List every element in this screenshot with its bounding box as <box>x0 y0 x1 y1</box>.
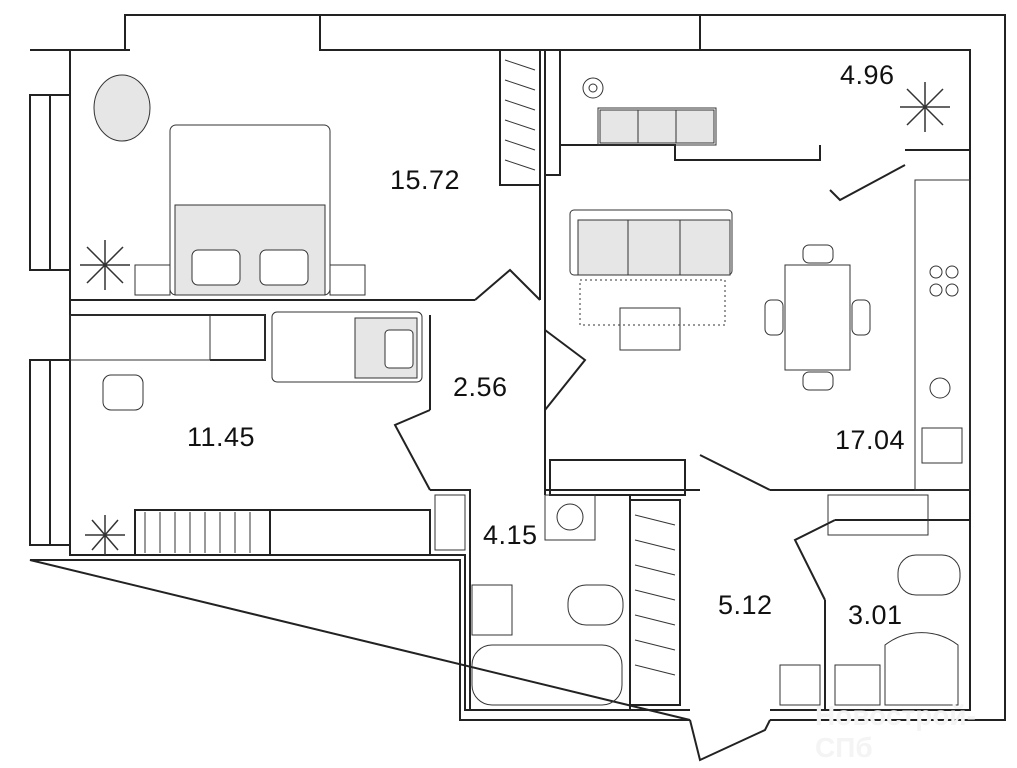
door <box>699 454 771 491</box>
watermark: Новострой-СПб <box>815 700 976 763</box>
wardrobe <box>499 49 541 186</box>
carpet <box>579 279 726 326</box>
room-area-toilet: 3.01 <box>848 600 903 630</box>
shelf <box>209 314 266 361</box>
wardrobe-hatching <box>144 59 676 676</box>
sofa <box>569 209 733 276</box>
sink <box>471 584 513 636</box>
double-bed <box>134 124 366 296</box>
inner-outline <box>69 49 971 711</box>
balcony-sofa <box>582 77 717 146</box>
kitchen-counter <box>914 179 971 491</box>
wardrobe <box>629 499 681 706</box>
door <box>793 519 836 601</box>
plant-icon <box>80 82 950 555</box>
room-area-hallway: 5.12 <box>718 590 773 620</box>
door <box>829 164 906 202</box>
shelf <box>549 459 686 496</box>
room-area-bedroom-2: 11.45 <box>187 422 256 452</box>
room-area-hallway-small: 2.56 <box>453 372 508 402</box>
cabinet <box>434 494 466 551</box>
bed <box>271 311 423 383</box>
chair <box>102 374 144 411</box>
door <box>393 409 431 491</box>
toilet <box>567 584 624 626</box>
room-area-bedroom: 15.72 <box>390 165 461 195</box>
rug <box>93 74 151 142</box>
room-area-living-kitchen: 17.04 <box>835 425 906 455</box>
door <box>474 268 541 301</box>
laptop-table <box>619 307 681 351</box>
wardrobe <box>269 509 431 556</box>
wall <box>430 435 970 710</box>
sink-2 <box>834 664 881 706</box>
door <box>544 329 587 411</box>
shower <box>884 632 959 706</box>
room-area-bathroom: 4.15 <box>483 520 538 550</box>
washbasin-cabinet <box>827 494 929 536</box>
room-area-balcony: 4.96 <box>840 60 895 90</box>
bathtub <box>471 644 623 706</box>
window <box>319 14 701 51</box>
door <box>689 719 771 762</box>
washer <box>544 494 596 541</box>
box <box>779 664 821 706</box>
balcony-wall <box>545 50 970 176</box>
dining-table <box>764 244 871 391</box>
desk <box>69 314 211 361</box>
toilet-2 <box>897 554 961 596</box>
